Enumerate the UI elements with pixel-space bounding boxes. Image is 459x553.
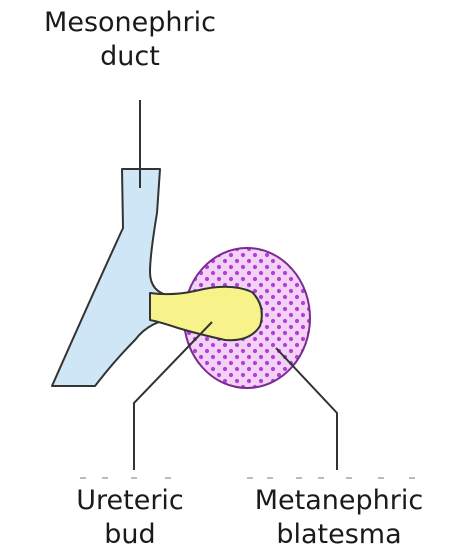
mesonephric-label-line1: Mesonephric bbox=[10, 6, 250, 40]
mesonephric-duct-label: Mesonephric duct bbox=[10, 6, 250, 74]
ureteric-bud bbox=[150, 287, 262, 340]
mesonephric-duct bbox=[52, 169, 178, 386]
ureteric-label-line1: Ureteric bbox=[40, 484, 220, 518]
metanephric-label-line1: Metanephric bbox=[222, 484, 456, 518]
ureteric-bud-label: Ureteric bud bbox=[40, 484, 220, 552]
metanephric-label-line2: blatesma bbox=[222, 518, 456, 552]
ureteric-label-line2: bud bbox=[40, 518, 220, 552]
mesonephric-label-line2: duct bbox=[10, 40, 250, 74]
metanephric-blastema-label: Metanephric blatesma bbox=[222, 484, 456, 552]
